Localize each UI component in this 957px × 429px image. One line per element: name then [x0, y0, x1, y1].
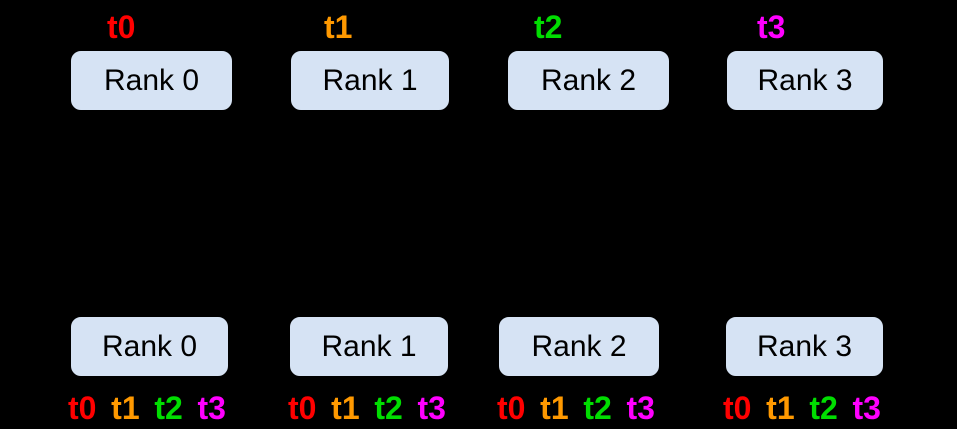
- bottom-thread-group-2: t0 t1 t2 t3: [497, 392, 655, 424]
- bottom-rank-label-3: Rank 3: [756, 329, 853, 363]
- top-thread-label-t2: t2: [534, 9, 563, 45]
- bottom-thread-label-t3: t3: [852, 390, 881, 426]
- bottom-thread-label-t2: t2: [583, 390, 612, 426]
- top-thread-label-t3: t3: [757, 9, 786, 45]
- top-rank-label-1: Rank 1: [322, 63, 418, 97]
- top-rank-box-2: Rank 2: [506, 49, 671, 112]
- bottom-thread-label-t1: t1: [540, 390, 569, 426]
- top-rank-box-1: Rank 1: [289, 49, 451, 112]
- bottom-thread-label-t3: t3: [417, 390, 446, 426]
- bottom-thread-label-t1: t1: [766, 390, 795, 426]
- bottom-thread-label-t3: t3: [626, 390, 655, 426]
- top-thread-label-t0: t0: [107, 9, 136, 45]
- bottom-thread-label-t3: t3: [197, 390, 226, 426]
- bottom-thread-label-t2: t2: [154, 390, 183, 426]
- bottom-rank-box-0: Rank 0: [69, 315, 230, 378]
- bottom-thread-label-t0: t0: [288, 390, 317, 426]
- bottom-thread-label-t1: t1: [331, 390, 360, 426]
- top-rank-box-3: Rank 3: [725, 49, 885, 112]
- bottom-rank-box-2: Rank 2: [497, 315, 661, 378]
- bottom-thread-group-3: t0 t1 t2 t3: [723, 392, 881, 424]
- top-rank-label-0: Rank 0: [103, 63, 200, 97]
- bottom-thread-label-t0: t0: [497, 390, 526, 426]
- top-rank-label-3: Rank 3: [757, 63, 853, 97]
- bottom-thread-group-1: t0 t1 t2 t3: [288, 392, 446, 424]
- bottom-thread-label-t2: t2: [374, 390, 403, 426]
- bottom-thread-label-t1: t1: [111, 390, 140, 426]
- top-thread-label-t1: t1: [324, 9, 353, 45]
- bottom-rank-box-3: Rank 3: [724, 315, 885, 378]
- bottom-rank-label-0: Rank 0: [101, 329, 198, 363]
- bottom-rank-label-1: Rank 1: [321, 329, 417, 363]
- bottom-thread-group-0: t0 t1 t2 t3: [68, 392, 226, 424]
- top-rank-label-2: Rank 2: [540, 63, 637, 97]
- bottom-thread-label-t0: t0: [68, 390, 97, 426]
- top-rank-box-0: Rank 0: [69, 49, 234, 112]
- bottom-thread-label-t2: t2: [809, 390, 838, 426]
- bottom-rank-box-1: Rank 1: [288, 315, 450, 378]
- bottom-thread-label-t0: t0: [723, 390, 752, 426]
- bottom-rank-label-2: Rank 2: [531, 329, 627, 363]
